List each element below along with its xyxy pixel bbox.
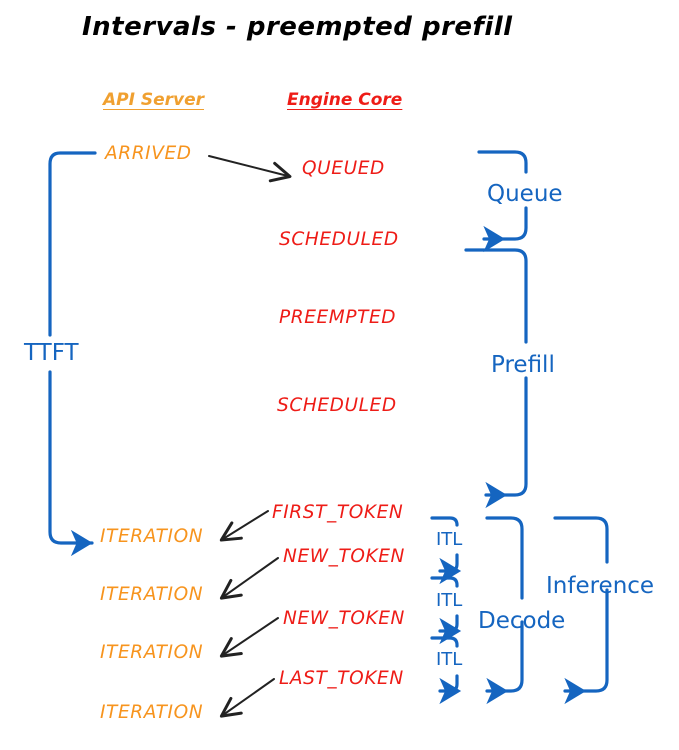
interval-label-queue: Queue xyxy=(487,181,563,207)
page-title: Intervals - preempted prefill xyxy=(82,12,513,42)
bracket-prefill-bottom xyxy=(484,376,528,509)
interval-label-decode: Decode xyxy=(478,608,566,634)
bracket-itl-2-top xyxy=(430,576,459,588)
interval-label-itl-3: ITL xyxy=(436,649,463,670)
bracket-decode xyxy=(485,516,524,705)
interval-label-inference: Inference xyxy=(546,573,655,599)
bracket-inference-bottom xyxy=(563,588,609,705)
state-new-token-2: NEW_TOKEN xyxy=(283,608,405,629)
state-first-token: FIRST_TOKEN xyxy=(272,502,404,523)
bracket-itl-2-bottom xyxy=(438,614,462,645)
arrow-arrived-to-queued xyxy=(208,155,292,183)
bracket-prefill xyxy=(464,248,528,509)
column-header-engine-core: Engine Core xyxy=(287,90,403,110)
arrow-new-token-to-iteration-2 xyxy=(219,617,279,658)
state-arrived: ARRIVED xyxy=(105,143,192,164)
bracket-queue-bottom xyxy=(482,206,528,253)
bracket-itl-3 xyxy=(430,636,462,705)
column-header-api-server: API Server xyxy=(103,90,205,110)
bracket-itl-3-top xyxy=(430,636,459,648)
state-scheduled-1: SCHEDULED xyxy=(279,229,399,250)
state-new-token-1: NEW_TOKEN xyxy=(283,546,405,567)
state-queued: QUEUED xyxy=(302,158,385,179)
bracket-itl-2 xyxy=(430,576,462,645)
bracket-inference-top xyxy=(553,516,609,564)
bracket-decode-bottom xyxy=(485,620,524,705)
interval-label-prefill: Prefill xyxy=(491,352,555,378)
interval-label-itl-1: ITL xyxy=(436,529,463,550)
interval-label-itl-2: ITL xyxy=(436,590,463,611)
bracket-itl-3-bottom xyxy=(438,674,462,705)
bracket-inference xyxy=(553,516,609,705)
arrow-new-token-to-iteration-1 xyxy=(219,557,279,600)
bracket-ttft-top xyxy=(48,151,97,337)
transition-arrows xyxy=(208,155,292,718)
state-iteration-3: ITERATION xyxy=(100,642,204,663)
state-iteration-2: ITERATION xyxy=(100,584,204,605)
bracket-queue-top xyxy=(477,150,528,174)
state-preempted: PREEMPTED xyxy=(279,307,397,328)
bracket-itl-1 xyxy=(430,516,462,585)
bracket-decode-top xyxy=(485,516,524,600)
bracket-ttft-bottom xyxy=(48,370,94,557)
state-iteration-4: ITERATION xyxy=(100,702,204,723)
bracket-itl-1-top xyxy=(430,516,459,527)
state-last-token: LAST_TOKEN xyxy=(279,668,404,689)
state-iteration-1: ITERATION xyxy=(100,526,204,547)
arrow-first-token-to-iteration xyxy=(219,510,269,542)
state-scheduled-2: SCHEDULED xyxy=(277,395,397,416)
bracket-itl-1-bottom xyxy=(438,553,462,585)
bracket-queue xyxy=(477,150,528,253)
bracket-prefill-top xyxy=(464,248,528,344)
interval-label-ttft: TTFT xyxy=(24,340,79,366)
bracket-ttft xyxy=(48,151,97,557)
arrow-last-token-to-iteration xyxy=(219,678,275,718)
